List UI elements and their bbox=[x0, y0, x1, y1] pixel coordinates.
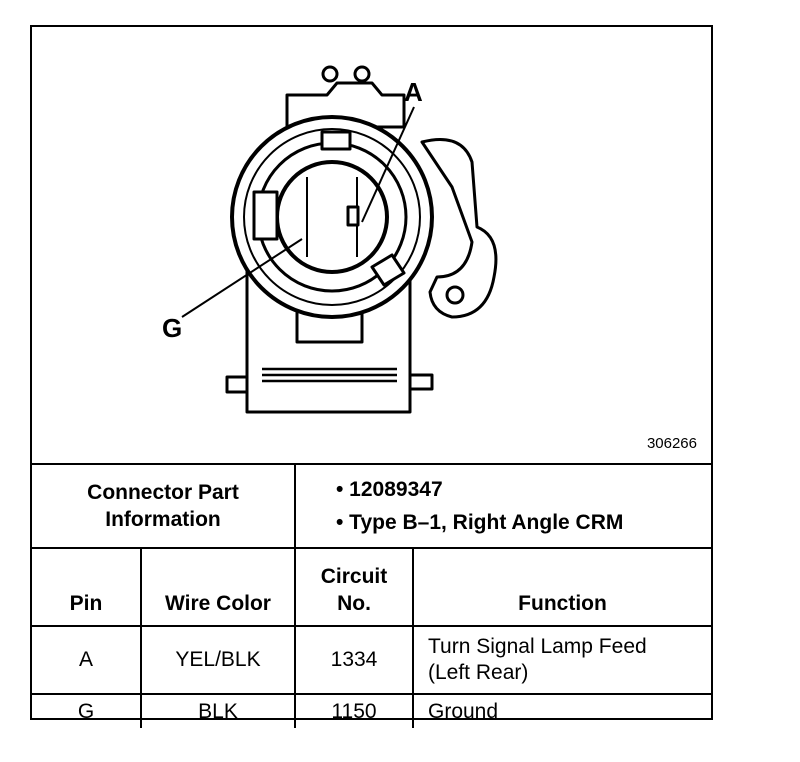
cell-pin: A bbox=[32, 625, 142, 695]
cell-function-line2: (Left Rear) bbox=[428, 661, 529, 684]
cell-pin: G bbox=[32, 693, 142, 728]
cell-function-line1: Ground bbox=[428, 699, 499, 723]
header-wire-color: Wire Color bbox=[140, 547, 296, 627]
cell-wire-color: BLK bbox=[140, 693, 296, 728]
connector-pinout-table: Connector Part Information • 12089347 • … bbox=[32, 463, 711, 728]
callout-g: G bbox=[162, 313, 183, 343]
connector-part-label-line1: Connector Part bbox=[87, 481, 239, 504]
connector-figure: A G 306266 Connector Part Information • … bbox=[30, 25, 713, 728]
cell-circuit: 1150 bbox=[294, 693, 414, 728]
connector-part-info-label: Connector Part Information bbox=[32, 463, 296, 549]
table-header-row: Pin Wire Color Circuit No. Function bbox=[32, 547, 711, 627]
header-pin: Pin bbox=[32, 547, 142, 627]
cell-wire-color: YEL/BLK bbox=[140, 625, 296, 695]
connector-part-info-values: • 12089347 • Type B–1, Right Angle CRM bbox=[294, 463, 711, 549]
cell-function-line1: Turn Signal Lamp Feed bbox=[428, 635, 647, 658]
connector-drawing bbox=[181, 65, 498, 414]
header-circuit-line1: Circuit bbox=[320, 565, 388, 588]
header-circuit-line2: No. bbox=[337, 592, 371, 615]
connector-part-label-line2: Information bbox=[105, 508, 221, 531]
connector-part-number: • 12089347 bbox=[336, 478, 443, 501]
table-row: G BLK 1150 Ground bbox=[32, 693, 711, 728]
table-row: A YEL/BLK 1334 Turn Signal Lamp Feed (Le… bbox=[32, 625, 711, 695]
connector-diagram: A G 306266 bbox=[32, 27, 711, 463]
callout-a: A bbox=[404, 77, 423, 107]
cell-function: Ground bbox=[412, 693, 711, 728]
cell-circuit: 1334 bbox=[294, 625, 414, 695]
header-function: Function bbox=[412, 547, 711, 627]
cell-function: Turn Signal Lamp Feed (Left Rear) bbox=[412, 625, 711, 695]
figure-reference-number: 306266 bbox=[646, 435, 697, 452]
connector-part-type: • Type B–1, Right Angle CRM bbox=[336, 511, 624, 534]
header-circuit-no: Circuit No. bbox=[294, 547, 414, 627]
connector-part-info-row: Connector Part Information • 12089347 • … bbox=[32, 463, 711, 549]
